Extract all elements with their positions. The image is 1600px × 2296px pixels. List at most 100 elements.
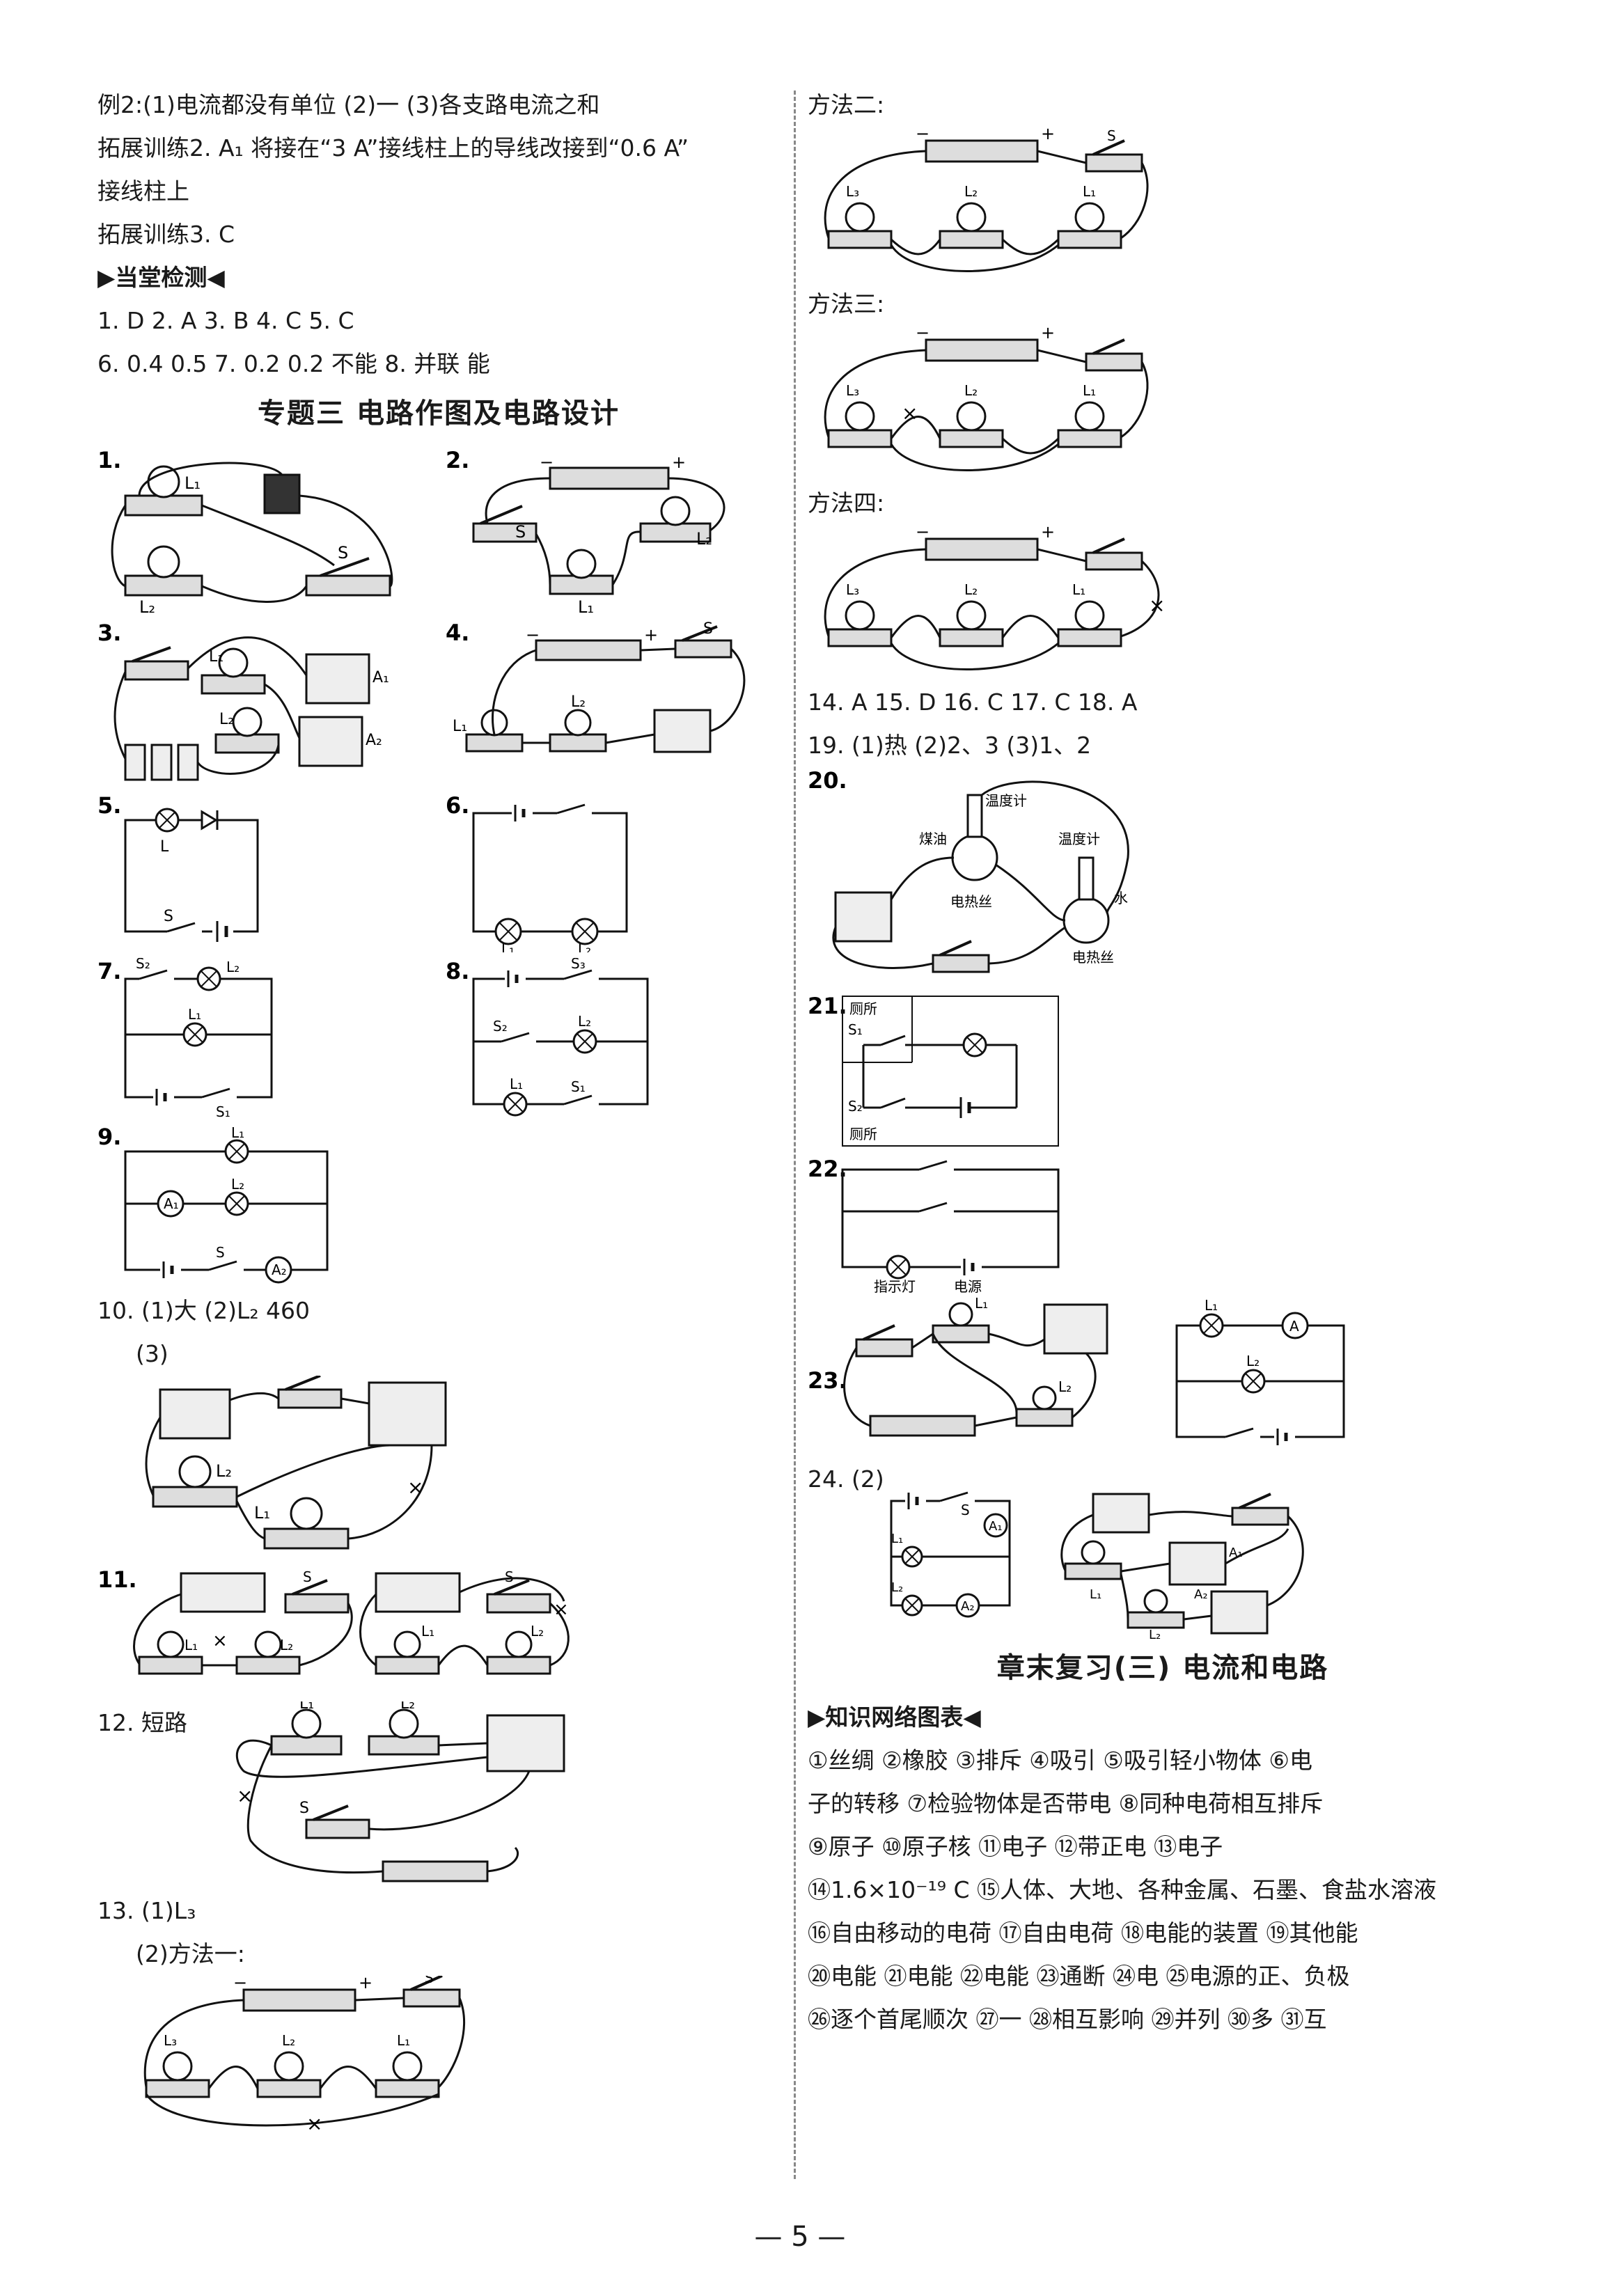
svg-text:电热丝: 电热丝: [950, 893, 992, 910]
svg-text:L₂: L₂: [964, 382, 978, 399]
svg-text:×: ×: [407, 1476, 423, 1499]
extension2-answer: 拓展训练2. A₁ 将接在“3 A”接线柱上的导线改接到“0.6 A”: [97, 134, 689, 162]
q13-method1-circuit: −+ S L₃ L₂ L₁ ×: [143, 1969, 466, 2135]
svg-text:S: S: [703, 620, 713, 638]
svg-text:L₁: L₁: [397, 2032, 410, 2049]
q3-physical-circuit: 3. L₁ A₁ L₂ A₂: [97, 620, 389, 781]
svg-text:A₂: A₂: [961, 1599, 975, 1614]
svg-text:A₁: A₁: [372, 669, 389, 686]
svg-text:L₂: L₂: [219, 711, 234, 728]
svg-text:指示灯: 指示灯: [874, 1278, 916, 1295]
svg-text:L₂: L₂: [578, 1013, 591, 1030]
svg-text:A₁: A₁: [164, 1195, 179, 1212]
method3-label: 方法三:: [808, 290, 885, 317]
svg-text:L₁: L₁: [299, 1701, 314, 1713]
knowledge-line-1: ①丝绸 ②橡胶 ③排斥 ④吸引 ⑤吸引轻小物体 ⑥电: [808, 1747, 1312, 1774]
svg-text:温度计: 温度计: [985, 792, 1027, 809]
svg-text:22.: 22.: [808, 1156, 847, 1182]
svg-text:L₁: L₁: [421, 1623, 434, 1640]
knowledge-line-2: 子的转移 ⑦检验物体是否带电 ⑧同种电荷相互排斥: [808, 1790, 1324, 1817]
svg-text:S: S: [515, 522, 526, 542]
svg-text:L₂: L₂: [400, 1701, 415, 1713]
answers-6-8: 6. 0.4 0.5 7. 0.2 0.2 不能 8. 并联 能: [97, 350, 490, 377]
svg-text:L₁: L₁: [891, 1532, 903, 1546]
q9-circuit-diagram: 9. L₁ A₁ L₂ S A₂: [97, 1124, 329, 1284]
q23-physical-circuit: 23. L₁ L₂: [808, 1298, 1108, 1437]
svg-text:×: ×: [212, 1630, 228, 1651]
svg-text:L₁: L₁: [1205, 1298, 1218, 1314]
q5-circuit-diagram: 5. L S: [97, 792, 259, 942]
svg-text:2.: 2.: [446, 447, 469, 473]
svg-text:A₂: A₂: [272, 1261, 287, 1278]
svg-text:L₁: L₁: [501, 941, 515, 952]
svg-text:L₁: L₁: [1083, 382, 1096, 399]
svg-text:4.: 4.: [446, 620, 469, 646]
q24-answer: 24. (2): [808, 1465, 884, 1493]
svg-text:×: ×: [902, 402, 918, 425]
q21-toilet-circuit: 21. 厕所 S₁ S₂ 厕所: [808, 993, 1059, 1147]
knowledge-line-4: ⑭1.6×10⁻¹⁹ C ⑮人体、大地、各种金属、石墨、食盐水溶液: [808, 1876, 1437, 1903]
q24-block: S A₁ L₁ L₂ A₂ L₁ A₁ L₂: [808, 1487, 1518, 1640]
q11-physical-circuits: 11. S L₁ L₂ × S L₁ L₂ ×: [97, 1566, 570, 1675]
q12-physical-circuit: L₁ L₂ S ×: [235, 1701, 565, 1882]
column-divider: [794, 91, 796, 2179]
q2-physical-circuit: 2. −+ S L₂ L₁: [446, 447, 726, 614]
example2-answer: 例2:(1)电流都没有单位 (2)一 (3)各支路电流之和: [97, 91, 600, 118]
svg-text:L₂: L₂: [696, 529, 712, 549]
q20-heating-experiment: 20. 温度计 煤油 电热丝 温度计 水 电热丝: [808, 767, 1129, 973]
extension3-answer: 拓展训练3. C: [97, 221, 235, 248]
svg-text:5.: 5.: [97, 792, 121, 819]
svg-text:温度计: 温度计: [1058, 831, 1100, 847]
svg-text:+: +: [672, 453, 686, 472]
svg-text:−: −: [916, 525, 930, 542]
answers-14-18: 14. A 15. D 16. C 17. C 18. A: [808, 689, 1138, 716]
svg-text:8.: 8.: [446, 958, 469, 984]
svg-text:S: S: [425, 1976, 434, 1986]
svg-text:S: S: [961, 1502, 970, 1518]
svg-text:L₁: L₁: [185, 1637, 198, 1653]
svg-text:9.: 9.: [97, 1124, 121, 1150]
svg-text:−: −: [233, 1976, 247, 1992]
svg-text:L₁: L₁: [975, 1298, 988, 1312]
q4-physical-circuit: 4. −+ S L₁ L₂: [446, 620, 746, 753]
q10-part3-label: (3): [136, 1340, 168, 1367]
svg-text:L₂: L₂: [280, 1637, 293, 1653]
svg-text:−: −: [916, 127, 930, 143]
svg-text:+: +: [644, 625, 658, 645]
method4-label: 方法四:: [808, 489, 885, 517]
q10-physical-circuit: L₂ L₁ ×: [145, 1374, 447, 1550]
svg-text:L₃: L₃: [846, 382, 859, 399]
svg-text:S₂: S₂: [136, 958, 150, 972]
figure-row-7-8: 7. S₂ L₂ L₁ S₁ 8.: [97, 958, 780, 1118]
q6-circuit-diagram: 6. L₁ L₂: [446, 792, 628, 952]
svg-text:S: S: [164, 908, 173, 925]
svg-text:L₁: L₁: [1072, 581, 1085, 598]
svg-text:L₂: L₂: [964, 581, 978, 598]
section-knowledge-network: ▶知识网络图表◀: [808, 1704, 981, 1731]
svg-text:煤油: 煤油: [919, 831, 947, 847]
svg-text:L₁: L₁: [453, 718, 467, 735]
svg-text:S₁: S₁: [848, 1021, 863, 1038]
method3-circuit: −+ L₃ L₂ L₁ ×: [824, 323, 1149, 471]
q23-block: 23. L₁ L₂ L₁ A: [808, 1298, 1518, 1458]
svg-text:S: S: [303, 1568, 312, 1585]
method2-circuit: −+ S L₃ L₂ L₁: [824, 124, 1149, 272]
svg-text:S₂: S₂: [848, 1098, 863, 1115]
svg-text:S: S: [216, 1244, 225, 1261]
figure-row-9: 9. L₁ A₁ L₂ S A₂: [97, 1124, 780, 1284]
page-number: — 5 —: [754, 2221, 846, 2253]
svg-text:L₁: L₁: [1083, 183, 1096, 200]
svg-text:L₃: L₃: [164, 2032, 177, 2049]
q8-circuit-diagram: 8. S₃ S₂ L₂ L₁ S₁: [446, 958, 649, 1117]
svg-text:S: S: [1107, 127, 1116, 144]
svg-text:L₁: L₁: [231, 1124, 244, 1141]
svg-text:L₂: L₂: [231, 1176, 244, 1193]
svg-text:L₁: L₁: [510, 1076, 523, 1092]
svg-text:L₂: L₂: [216, 1461, 232, 1481]
svg-text:L₃: L₃: [846, 183, 859, 200]
svg-text:3.: 3.: [97, 620, 121, 646]
left-column: 例2:(1)电流都没有单位 (2)一 (3)各支路电流之和 拓展训练2. A₁ …: [97, 84, 780, 2139]
svg-text:7.: 7.: [97, 958, 121, 984]
svg-text:23.: 23.: [808, 1367, 847, 1394]
svg-text:L₂: L₂: [531, 1623, 544, 1640]
